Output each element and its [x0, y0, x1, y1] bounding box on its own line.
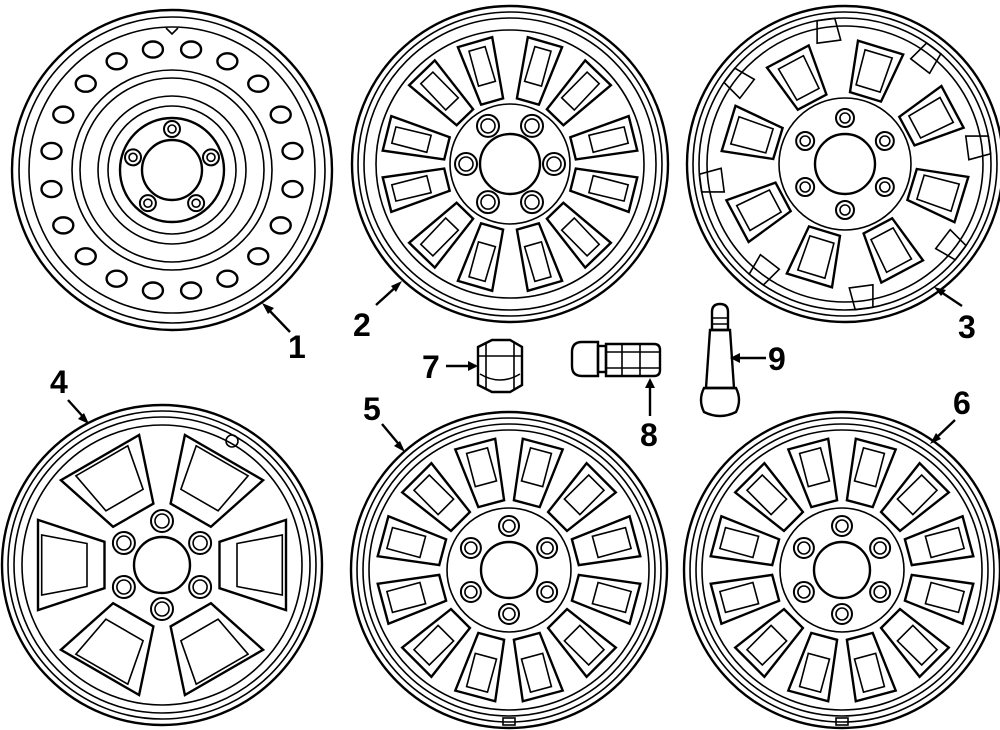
valve-stem-9[interactable] [699, 302, 741, 418]
alloy-wheel-3[interactable] [685, 4, 1000, 324]
callout-3: 3 [958, 309, 976, 345]
callout-2: 2 [353, 307, 371, 343]
callout-7: 7 [422, 349, 440, 385]
callout-1: 1 [288, 329, 306, 365]
callout-8: 8 [640, 417, 658, 453]
lug-nut-7[interactable] [476, 338, 524, 394]
capped-lug-nut-8[interactable] [570, 340, 662, 378]
callout-6: 6 [953, 385, 971, 421]
leader-lines [67, 281, 963, 452]
callout-5: 5 [363, 391, 381, 427]
alloy-wheel-5[interactable] [349, 410, 669, 730]
callout-labels: 1 2 3 4 5 6 7 8 9 [50, 307, 976, 453]
alloy-wheel-6[interactable] [682, 410, 1000, 730]
alloy-wheel-4[interactable] [0, 403, 324, 727]
alloy-wheel-2[interactable] [350, 4, 670, 324]
steel-wheel-1[interactable] [10, 8, 334, 332]
callout-9: 9 [768, 341, 786, 377]
callout-4: 4 [50, 364, 68, 400]
